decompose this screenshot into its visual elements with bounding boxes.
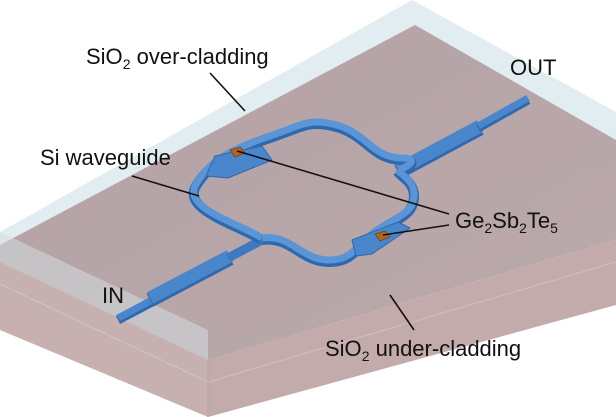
label-gst: Ge2Sb2Te5 [455,208,558,236]
label-over-cladding: SiO2 over-cladding [86,44,269,72]
under-cladding-slab [0,25,616,417]
label-output: OUT [510,55,557,80]
slab-side-face [208,240,616,417]
slab-front-face [0,262,208,417]
gst-cells [229,146,391,242]
over-cladding-left-edge [0,232,208,360]
leader-lines [131,72,450,331]
gst-cell-lower [374,230,391,242]
leader-waveguide [131,175,200,197]
upper-pad [205,145,273,179]
slab-layer-seam-left [0,283,209,383]
slab-top-surface [0,25,616,360]
label-under-cladding: SiO2 under-cladding [325,336,522,364]
leader-gst-lower [382,224,450,236]
slab-layer-seam-right [207,261,616,383]
si-waveguide [115,94,531,324]
leader-gst-upper [236,150,450,215]
label-input: IN [102,283,124,308]
leader-over-cladding [209,72,246,112]
leader-under-cladding [389,294,415,331]
label-si-waveguide: Si waveguide [40,145,171,170]
